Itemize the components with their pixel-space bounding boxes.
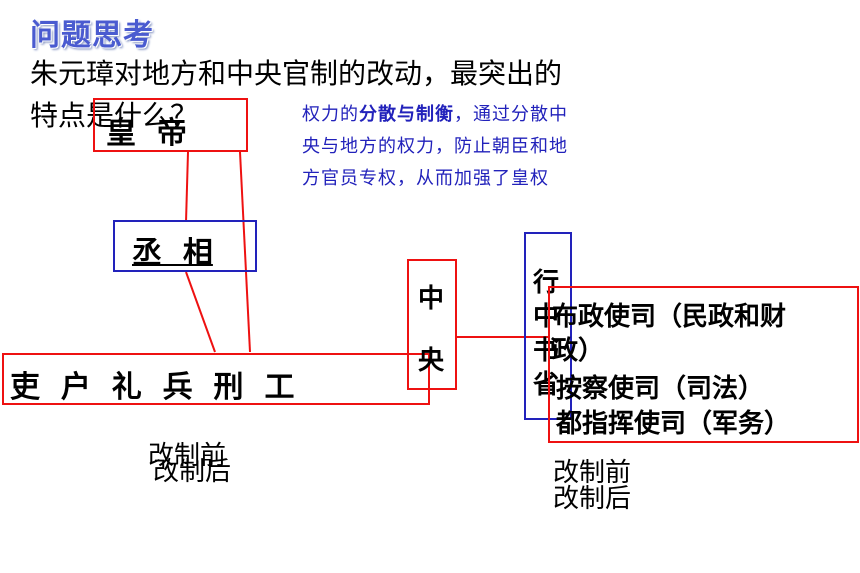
ancha-label: 按察使司（司法） [556,374,765,404]
answer-text-c: ，通过分散中 [454,104,568,125]
chancellor-box [113,220,257,272]
central-label-top: 中 [418,284,445,314]
three-offices-box [548,286,859,443]
xingsheng-char-4: 省 [533,370,560,400]
buzheng-line-2: 政） [552,336,605,366]
ministries-box [2,353,430,405]
answer-text-a: 权力的 [302,104,359,125]
question-line-2: 特点是什么？ [30,99,199,132]
local-caption-after: 改制后 [553,484,632,514]
line-chancellor-ministries [185,271,216,353]
central-box [407,259,457,390]
central-label-bottom: 央 [418,346,445,376]
answer-line-2: 央与地方的权力，防止朝臣和地 [302,136,568,157]
question-line-1: 朱元璋对地方和中央官制的改动，最突出的 [30,57,563,90]
page-title: 问题思考 [30,18,154,53]
xingsheng-char-1: 行 [533,268,560,298]
answer-line-3: 方官员专权，从而加强了皇权 [302,168,549,189]
xingsheng-char-3: 书 [533,336,560,366]
line-emperor-chancellor [185,151,189,223]
xingsheng-char-2: 中 [533,302,560,332]
central-caption-after: 改制后 [153,457,232,487]
local-caption-before: 改制前 [553,458,632,488]
buzheng-line-1: 布政使司（民政和财 [552,302,787,332]
emperor-label: 皇 帝 [106,116,187,151]
duzhihui-label: 都指挥使司（军务） [556,409,791,439]
answer-line-1: 权力的分散与制衡，通过分散中 [302,100,568,126]
answer-key-phrase: 分散与制衡 [359,104,454,125]
central-caption-before: 改制前 [148,441,227,471]
line-emperor-ministries [239,151,251,353]
ministries-label: 吏 户 礼 兵 刑 工 [10,370,295,405]
chancellor-label: 丞 相 [132,236,213,271]
emperor-box [93,98,248,152]
